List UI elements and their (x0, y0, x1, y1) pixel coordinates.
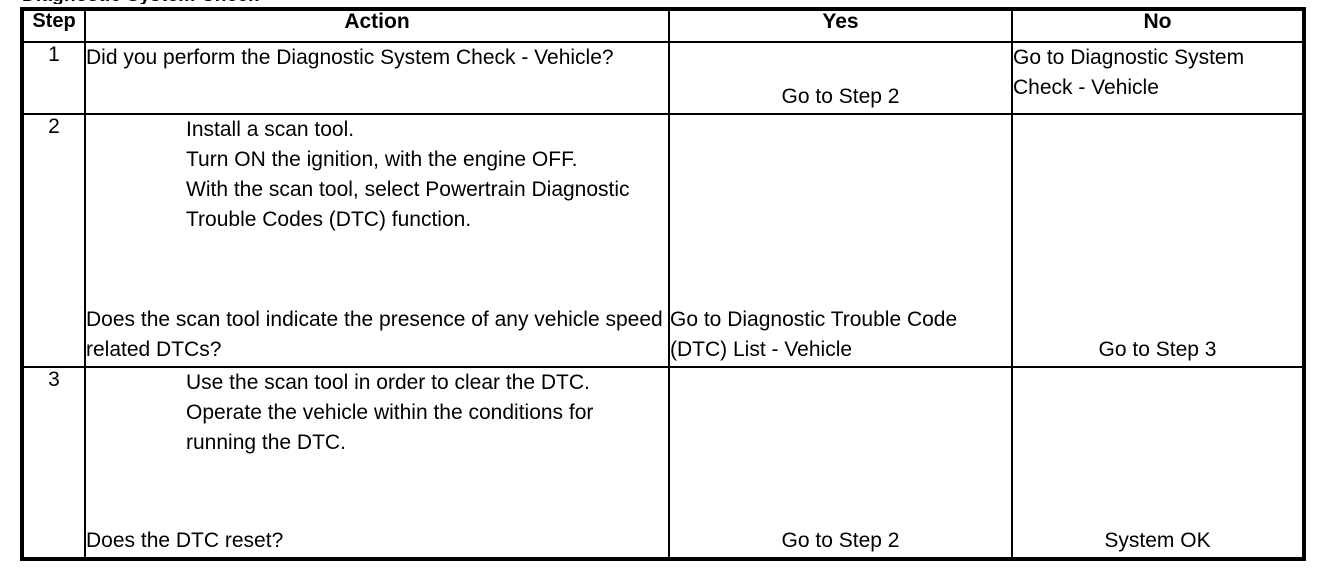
action-question: Does the DTC reset? (86, 528, 284, 552)
yes-answer-cell: Go to Step 2 (668, 41, 1013, 115)
table-header-row: Step Action Yes No (21, 8, 1305, 43)
action-cell: Install a scan tool. Turn ON the ignition… (84, 113, 670, 368)
step-number: 1 (21, 41, 86, 115)
table-row: 1 Did you perform the Diagnostic System … (21, 41, 1305, 115)
no-answer-text: System OK (1104, 528, 1211, 552)
clipped-heading-above-table: Diagnostic System Check (0, 0, 1328, 4)
no-answer-text: Go to Step 3 (1098, 337, 1217, 361)
diagnostic-table-container: Step Action Yes No 1 Did you perform the… (20, 7, 1306, 561)
table-row: 2 Install a scan tool. Turn ON the igniti… (21, 113, 1305, 368)
action-question: Does the scan tool indicate the presence… (86, 307, 663, 361)
yes-answer-text: Go to Step 2 (781, 528, 900, 552)
action-substep: Turn ON the ignition, with the engine OF… (186, 148, 578, 172)
yes-answer-text: Go to Diagnostic Trouble Code (DTC) List… (670, 307, 958, 361)
yes-answer-cell: Go to Step 2 (668, 366, 1013, 560)
column-header-yes: Yes (668, 8, 1013, 43)
action-substep: Operate the vehicle within the condition… (186, 401, 594, 455)
action-substep: With the scan tool, select Powertrain Di… (186, 178, 630, 232)
column-header-no: No (1011, 8, 1305, 43)
diagnostic-step-table: Step Action Yes No 1 Did you perform the… (20, 7, 1306, 561)
clipped-heading-text: Diagnostic System Check (22, 0, 259, 4)
no-answer-cell: Go to Step 3 (1011, 113, 1305, 368)
no-answer-cell: System OK (1011, 366, 1305, 560)
yes-answer-cell: Go to Diagnostic Trouble Code (DTC) List… (668, 113, 1013, 368)
action-substep: Install a scan tool. (186, 118, 355, 141)
step-number: 2 (21, 113, 86, 368)
no-answer-text: Go to Diagnostic System Check - Vehicle (1013, 46, 1245, 100)
action-substep-list: Install a scan tool. Turn ON the ignition… (86, 115, 668, 235)
action-cell: Did you perform the Diagnostic System Ch… (84, 41, 670, 115)
column-header-action: Action (84, 8, 670, 43)
yes-answer-text: Go to Step 2 (781, 84, 900, 108)
table-row: 3 Use the scan tool in order to clear th… (21, 366, 1305, 560)
step-number: 3 (21, 366, 86, 560)
action-substep-list: Use the scan tool in order to clear the … (86, 368, 668, 458)
action-cell: Use the scan tool in order to clear the … (84, 366, 670, 560)
column-header-step: Step (21, 8, 86, 43)
action-substep: Use the scan tool in order to clear the … (186, 371, 590, 394)
no-answer-cell: Go to Diagnostic System Check - Vehicle (1011, 41, 1305, 115)
action-question: Did you perform the Diagnostic System Ch… (86, 46, 614, 69)
